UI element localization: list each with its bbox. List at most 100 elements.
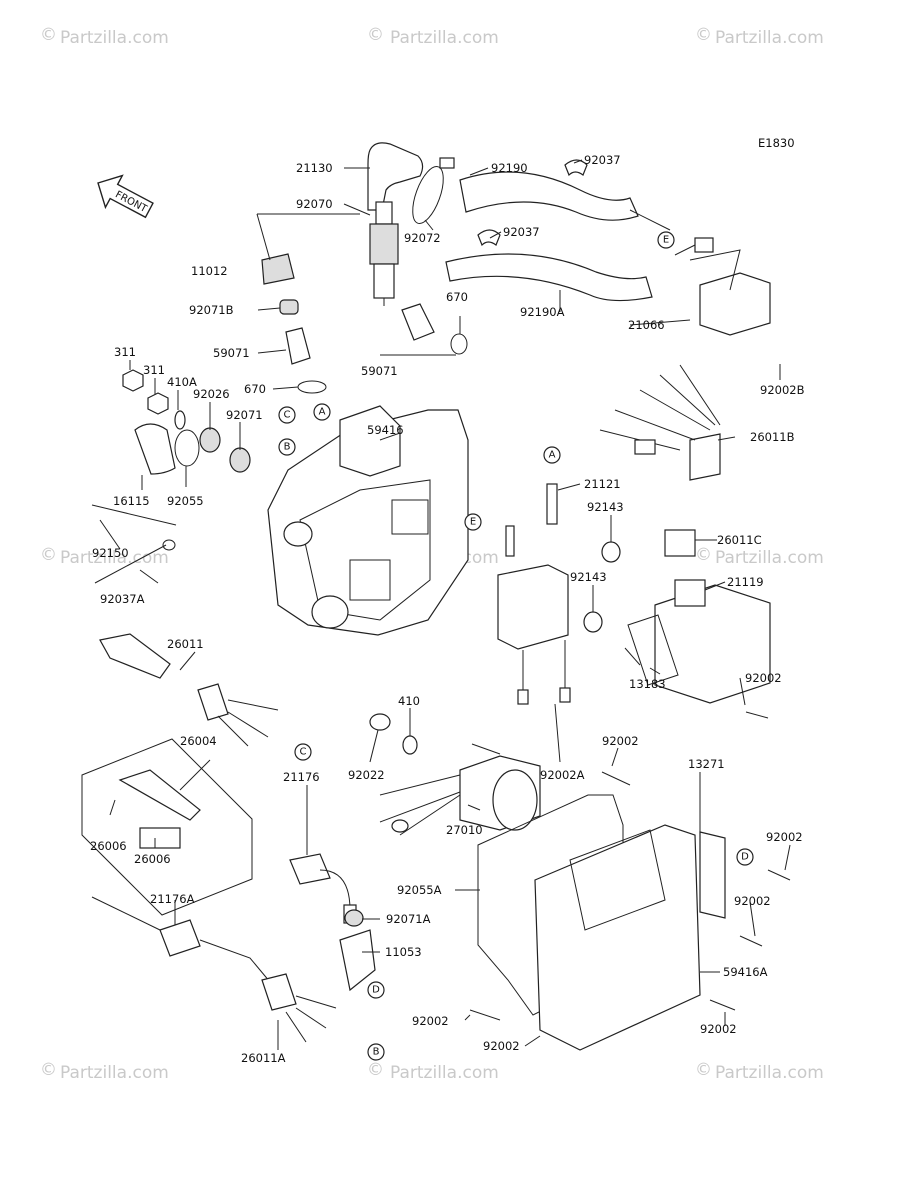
- watermark-text: Partzilla.com: [390, 1063, 499, 1083]
- watermark-text: Partzilla.com: [715, 28, 824, 48]
- part-label: 26011A: [241, 1051, 286, 1065]
- part-label: 92002A: [540, 768, 585, 782]
- callout-circles: A C B A E E C D D B: [278, 231, 754, 1061]
- watermark-symbol: ©: [367, 25, 384, 45]
- part-label: 92002: [734, 894, 771, 908]
- part-label: 92002B: [760, 383, 805, 397]
- part-label: 92150: [92, 546, 129, 560]
- part-label: 92002: [745, 671, 782, 685]
- part-label: 16115: [113, 494, 150, 508]
- part-label: 26011: [167, 637, 204, 651]
- part-label: 26006: [90, 839, 127, 853]
- part-labels: 21130 92190 92037 92070 92072 92037 1101…: [90, 153, 805, 1065]
- part-label: 26011B: [750, 430, 795, 444]
- part-label: 27010: [446, 823, 483, 837]
- callout-e: E: [464, 513, 482, 531]
- part-drawings: [81, 142, 791, 1051]
- part-label: 92037: [584, 153, 621, 167]
- part-label: 92002: [483, 1039, 520, 1053]
- part-label: 92055: [167, 494, 204, 508]
- part-label: 92026: [193, 387, 230, 401]
- callout-e: E: [657, 231, 675, 249]
- part-label: 59071: [361, 364, 398, 378]
- watermark-text: Partzilla.com: [60, 548, 169, 568]
- part-label: 26004: [180, 734, 217, 748]
- diagram-code: E1830: [758, 136, 795, 150]
- watermark-symbol: ©: [40, 545, 57, 565]
- part-label: 13183: [629, 677, 666, 691]
- part-label: 21066: [628, 318, 665, 332]
- part-label: 92072: [404, 231, 441, 245]
- callout-d: D: [367, 981, 385, 999]
- leader-lines: [99, 159, 791, 1050]
- part-label: 21176: [283, 770, 320, 784]
- part-label: 92071A: [386, 912, 431, 926]
- part-label: 92002: [602, 734, 639, 748]
- part-label: 92143: [587, 500, 624, 514]
- part-label: 410A: [167, 375, 197, 389]
- callout-d: D: [736, 848, 754, 866]
- part-label: 410: [398, 694, 420, 708]
- svg-text:E: E: [663, 235, 669, 246]
- part-label: 92143: [570, 570, 607, 584]
- part-label: 13271: [688, 757, 725, 771]
- watermark-symbol: ©: [695, 545, 712, 565]
- part-label: 59416A: [723, 965, 768, 979]
- callout-a: A: [313, 403, 331, 421]
- part-label: 92070: [296, 197, 333, 211]
- svg-text:C: C: [300, 747, 307, 758]
- part-label: 92037A: [100, 592, 145, 606]
- watermark-text: Partzilla.com: [715, 1063, 824, 1083]
- watermark-symbol: ©: [40, 1060, 57, 1080]
- part-label: 92037: [503, 225, 540, 239]
- part-label: 21130: [296, 161, 333, 175]
- svg-text:D: D: [741, 852, 749, 863]
- watermark-symbol: ©: [695, 25, 712, 45]
- part-label: 92055A: [397, 883, 442, 897]
- svg-text:B: B: [373, 1047, 380, 1058]
- part-label: 59071: [213, 346, 250, 360]
- svg-text:A: A: [549, 450, 556, 461]
- front-arrow-icon: FRONT: [97, 174, 154, 219]
- part-label: 92190A: [520, 305, 565, 319]
- callout-a: A: [543, 446, 561, 464]
- watermark-symbol: ©: [367, 1060, 384, 1080]
- part-label: 92002: [700, 1022, 737, 1036]
- svg-text:A: A: [319, 407, 326, 418]
- part-label: 92071B: [189, 303, 234, 317]
- part-label: 11012: [191, 264, 228, 278]
- part-label: 92071: [226, 408, 263, 422]
- part-label: 26011C: [717, 533, 762, 547]
- watermark-text: Partzilla.com: [715, 548, 824, 568]
- svg-text:C: C: [284, 410, 291, 421]
- part-label: 92022: [348, 768, 385, 782]
- watermark-symbol: ©: [40, 25, 57, 45]
- callout-b: B: [367, 1043, 385, 1061]
- part-label: 311: [143, 363, 165, 377]
- part-label: 26006: [134, 852, 171, 866]
- part-label: 670: [244, 382, 266, 396]
- svg-text:B: B: [284, 442, 291, 453]
- part-label: 311: [114, 345, 136, 359]
- watermark-symbol: ©: [695, 1060, 712, 1080]
- part-label: 670: [446, 290, 468, 304]
- part-label: 92002: [766, 830, 803, 844]
- svg-text:D: D: [372, 985, 380, 996]
- watermark-layer: © Partzilla.com © Partzilla.com © Partzi…: [40, 25, 824, 1083]
- part-label: 21119: [727, 575, 764, 589]
- callout-c: C: [294, 743, 312, 761]
- part-label: 92190: [491, 161, 528, 175]
- callout-b: B: [278, 438, 296, 456]
- watermark-text: Partzilla.com: [390, 28, 499, 48]
- part-label: 21176A: [150, 892, 195, 906]
- callout-c: C: [278, 406, 296, 424]
- part-label: 59416: [367, 423, 404, 437]
- part-label: 11053: [385, 945, 422, 959]
- watermark-text: Partzilla.com: [60, 1063, 169, 1083]
- part-label: 21121: [584, 477, 621, 491]
- svg-text:E: E: [470, 517, 476, 528]
- watermark-text: Partzilla.com: [60, 28, 169, 48]
- part-label: 92002: [412, 1014, 449, 1028]
